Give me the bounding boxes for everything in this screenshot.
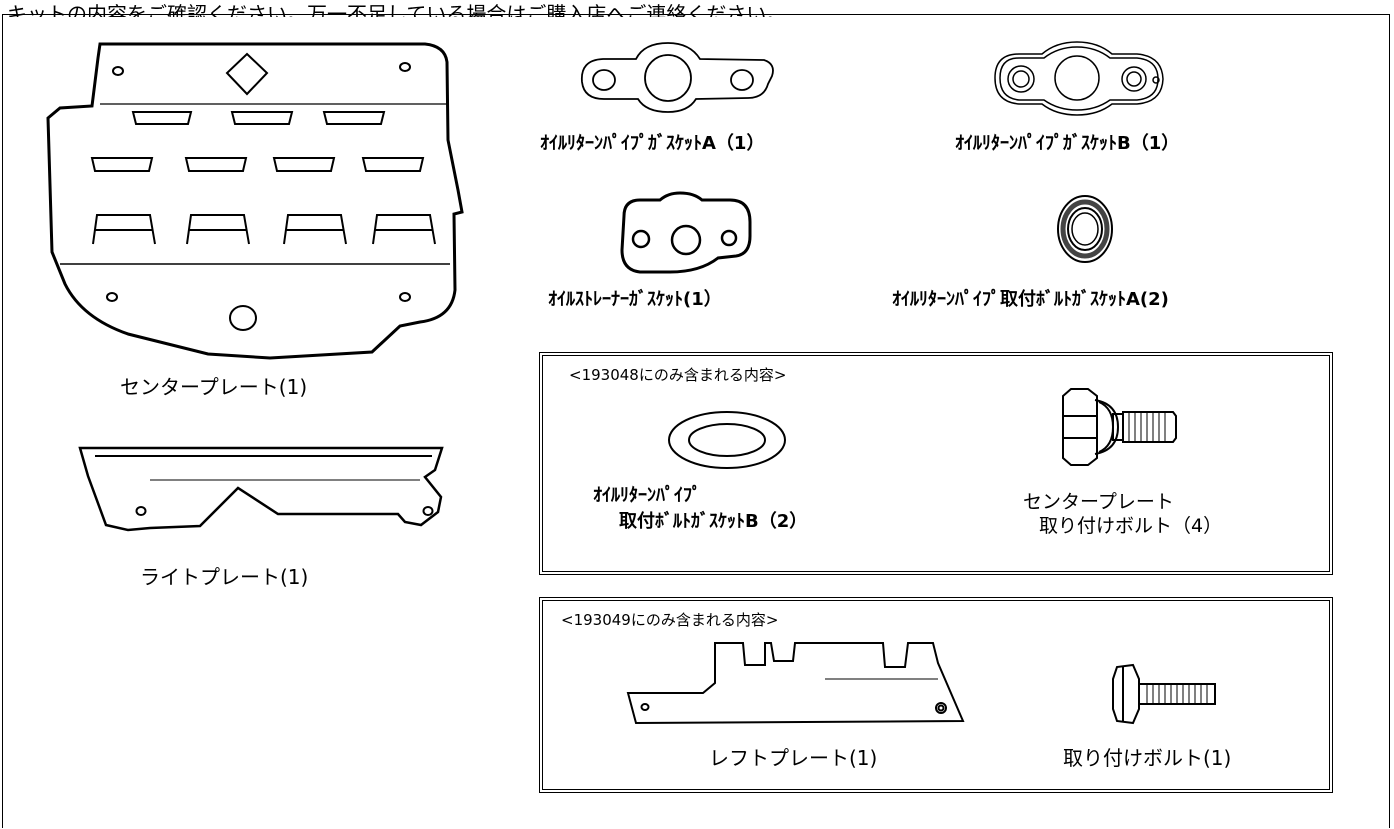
box-193049-title: <193049にのみ含まれる内容>	[561, 611, 779, 629]
bolt-label: 取り付けボルト(1)	[1063, 746, 1232, 770]
box-193049: <193049にのみ含まれる内容> レフトプレート(1) 取り付けボルト(1)	[539, 597, 1333, 793]
gasket-b-label: ｵｲﾙﾘﾀｰﾝﾊﾟｲﾌﾟｶﾞｽｹｯﾄB（1）	[955, 133, 1180, 154]
strainer-gasket-label: ｵｲﾙｽﾄﾚｰﾅｰｶﾞｽｹｯﾄ(1）	[548, 289, 722, 310]
bolt-gasket-b-label-line1: ｵｲﾙﾘﾀｰﾝﾊﾟｲﾌﾟ	[593, 485, 701, 506]
center-plate-label: センタープレート(1)	[120, 375, 308, 399]
box-193048-title: <193048にのみ含まれる内容>	[569, 366, 787, 384]
bolt-gasket-b-illustration	[668, 411, 786, 469]
gasket-a-label: ｵｲﾙﾘﾀｰﾝﾊﾟｲﾌﾟｶﾞｽｹｯﾄA（1）	[540, 133, 765, 154]
bolt-gasket-b-label-line2: 取付ﾎﾞﾙﾄｶﾞｽｹｯﾄB（2）	[619, 511, 808, 532]
center-bolt-label-line2: 取り付けボルト（4）	[1039, 515, 1223, 537]
kit-contents-frame: キットの内容をご確認ください。万一不足している場合はご購入店へご連絡ください。	[2, 3, 1390, 828]
header-text: キットの内容をご確認ください。万一不足している場合はご購入店へご連絡ください。	[7, 3, 787, 17]
bolt-illustration	[1112, 663, 1216, 725]
center-plate-bolt-illustration	[1062, 388, 1177, 466]
bolt-gasket-a-label: ｵｲﾙﾘﾀｰﾝﾊﾟｲﾌﾟ取付ﾎﾞﾙﾄｶﾞｽｹｯﾄA(2)	[892, 289, 1169, 310]
center-bolt-label-line1: センタープレート	[1023, 491, 1174, 513]
left-plate-label: レフトプレート(1)	[709, 746, 878, 770]
right-plate-label: ライトプレート(1)	[140, 565, 309, 589]
left-plate-illustration	[626, 642, 965, 725]
box-193048: <193048にのみ含まれる内容> ｵｲﾙﾘﾀｰﾝﾊﾟｲﾌﾟ 取付ﾎﾞﾙﾄｶﾞｽ…	[539, 352, 1333, 575]
